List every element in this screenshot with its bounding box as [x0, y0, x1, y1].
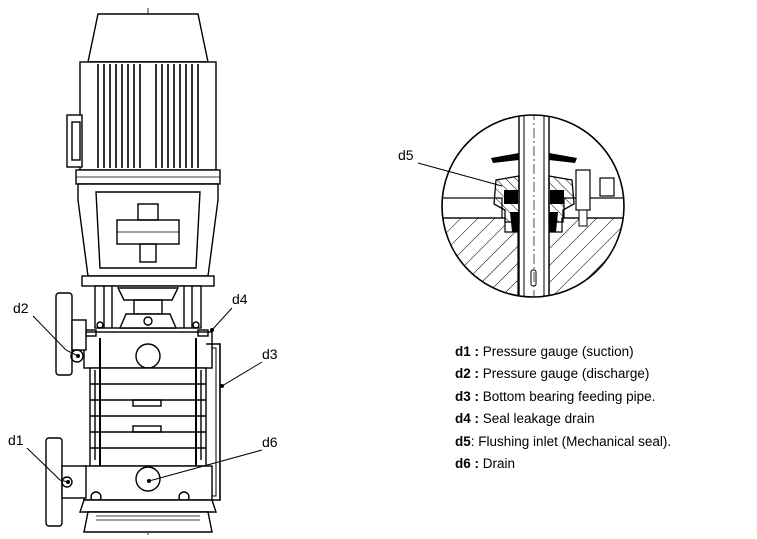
legend-item-d6: d6 : Drain: [455, 453, 755, 475]
motor-body: [79, 61, 217, 171]
discharge-casing: [83, 331, 213, 369]
callout-d1: d1: [8, 432, 70, 484]
legend-key: d2: [455, 366, 471, 382]
bearing-feeding-pipe: [206, 343, 221, 501]
legend-text: Flushing inlet (Mechanical seal).: [478, 433, 672, 449]
legend-item-d2: d2 : Pressure gauge (discharge): [455, 363, 755, 385]
legend-key: d3: [455, 388, 471, 404]
legend-key: d5: [455, 433, 471, 449]
legend-separator: :: [470, 344, 483, 359]
legend-item-d4: d4 : Seal leakage drain: [455, 408, 755, 430]
legend-key: d4: [455, 411, 471, 427]
legend-item-d5: d5: Flushing inlet (Mechanical seal).: [455, 431, 755, 453]
seal-detail: [441, 114, 625, 298]
callout-d4: d4: [210, 291, 248, 332]
callout-d5: d5: [398, 147, 503, 187]
callout-d6: d6: [147, 434, 278, 483]
legend-separator: :: [470, 456, 483, 472]
legend-text: Seal leakage drain: [482, 411, 595, 427]
legend-separator: :: [470, 411, 483, 427]
legend-key: d6: [455, 456, 471, 472]
legend-text: Pressure gauge (suction): [482, 344, 634, 359]
legend-text: Pressure gauge (discharge): [482, 366, 650, 382]
callout-label-d1: d1: [8, 432, 24, 448]
detail-circle: [441, 114, 625, 298]
legend-text: Drain: [482, 456, 516, 472]
callout-d3: d3: [220, 346, 278, 388]
legend-separator: :: [470, 433, 479, 449]
suction-port: [135, 466, 161, 492]
callout-label-d2: d2: [13, 300, 29, 316]
legend-separator: :: [470, 388, 483, 404]
motor-fan-cover: [87, 13, 209, 63]
pump-drawing: [45, 8, 221, 535]
legend-key: d1: [455, 344, 471, 359]
callout-label-d6: d6: [262, 434, 278, 450]
gland-bolt: [575, 169, 591, 211]
suction-flange: [45, 437, 63, 527]
legend-item-d1: d1 : Pressure gauge (suction): [455, 341, 755, 363]
callout-label-d3: d3: [262, 346, 278, 362]
motor-cooling-fins: [97, 64, 199, 168]
legend-item-d3: d3 : Bottom bearing feeding pipe.: [455, 386, 755, 408]
callout-label-d5: d5: [398, 147, 414, 163]
stage-casing: [89, 367, 207, 467]
discharge-flange: [55, 292, 73, 376]
pump-base: [79, 499, 217, 513]
callout-d2: d2: [13, 300, 80, 358]
legend-separator: :: [470, 366, 483, 382]
legend-text: Bottom bearing feeding pipe.: [482, 388, 656, 404]
suction-casing: [83, 465, 213, 501]
slinger: [491, 153, 519, 163]
legend: d1 : Pressure gauge (suction) d2 : Press…: [455, 341, 755, 475]
terminal-box: [66, 114, 83, 168]
callout-label-d4: d4: [232, 291, 248, 307]
